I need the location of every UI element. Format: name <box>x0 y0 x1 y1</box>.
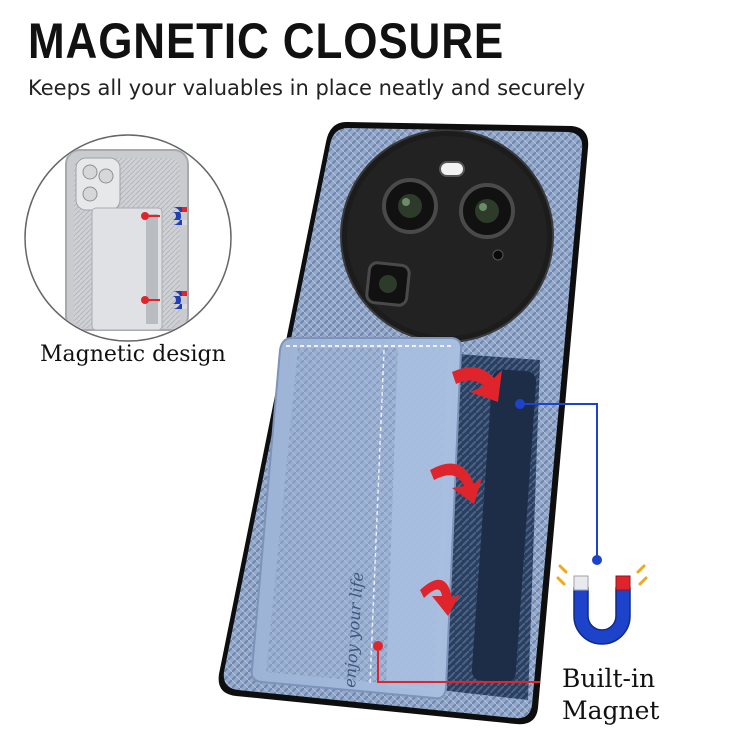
magnet-icon <box>172 291 187 309</box>
built-in-magnet-caption-line2: Magnet <box>562 696 660 725</box>
card-holder: enjoy your life <box>250 337 463 700</box>
flash-icon <box>439 161 465 177</box>
red-arrow-icon <box>452 367 502 402</box>
page-subtitle: Keeps all your valuables in place neatly… <box>28 76 586 100</box>
magnet-leader-line <box>515 399 602 565</box>
magnet-icon <box>172 207 187 225</box>
card-leader-line <box>373 641 540 683</box>
page-title: MAGNETIC CLOSURE <box>28 13 505 69</box>
horseshoe-magnet-icon <box>556 564 648 645</box>
magnetic-design-caption: Magnetic design <box>40 342 226 367</box>
camera-module <box>340 129 554 343</box>
red-arrow-icon <box>420 579 460 616</box>
red-arrow-icon <box>430 463 482 504</box>
magnetic-design-inset <box>24 134 232 342</box>
built-in-magnet-caption-line1: Built-in <box>562 664 656 693</box>
